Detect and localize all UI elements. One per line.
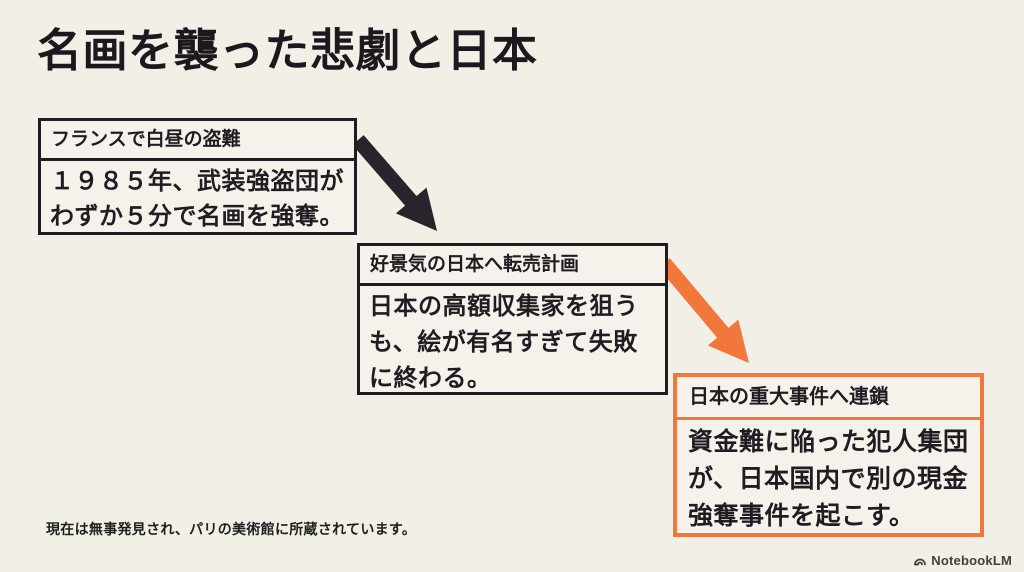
step-box-france-theft: フランスで白昼の盗難 １９８５年、武装強盗団が わずか５分で名画を強奪。: [38, 118, 357, 235]
body-line: 日本の高額収集家を狙う: [369, 292, 639, 320]
body-line: 強奪事件を起こす。: [688, 502, 915, 530]
step-box-header: 日本の重大事件へ連鎖: [677, 377, 980, 420]
notebooklm-icon: [914, 558, 927, 565]
step-box-body: 資金難に陥った犯人集団 が、日本国内で別の現金 強奪事件を起こす。: [677, 420, 980, 539]
body-line: わずか５分で名画を強奪。: [50, 202, 344, 230]
brand-label: NotebookLM: [931, 553, 1012, 568]
black-arrow-icon: [352, 135, 437, 231]
step-box-header: フランスで白昼の盗難: [41, 121, 354, 161]
page-title: 名画を襲った悲劇と日本: [37, 26, 538, 76]
orange-arrow-icon: [658, 258, 749, 363]
step-box-header: 好景気の日本へ転売計画: [360, 246, 665, 286]
body-line: が、日本国内で別の現金: [688, 465, 969, 493]
step-box-body: 日本の高額収集家を狙う も、絵が有名すぎて失敗 に終わる。: [360, 286, 665, 401]
body-line: に終わる。: [369, 364, 492, 392]
body-line: も、絵が有名すぎて失敗: [369, 328, 638, 356]
step-box-japan-resale-plan: 好景気の日本へ転売計画 日本の高額収集家を狙う も、絵が有名すぎて失敗 に終わる…: [357, 243, 668, 395]
brand: NotebookLM: [913, 553, 1012, 568]
body-line: 資金難に陥った犯人集団: [688, 428, 969, 456]
step-box-japan-incident-chain: 日本の重大事件へ連鎖 資金難に陥った犯人集団 が、日本国内で別の現金 強奪事件を…: [673, 373, 984, 537]
body-line: １９８５年、武装強盗団が: [50, 167, 344, 195]
footer-note: 現在は無事発見され、パリの美術館に所蔵されています。: [46, 521, 417, 537]
step-box-body: １９８５年、武装強盗団が わずか５分で名画を強奪。: [41, 161, 354, 238]
